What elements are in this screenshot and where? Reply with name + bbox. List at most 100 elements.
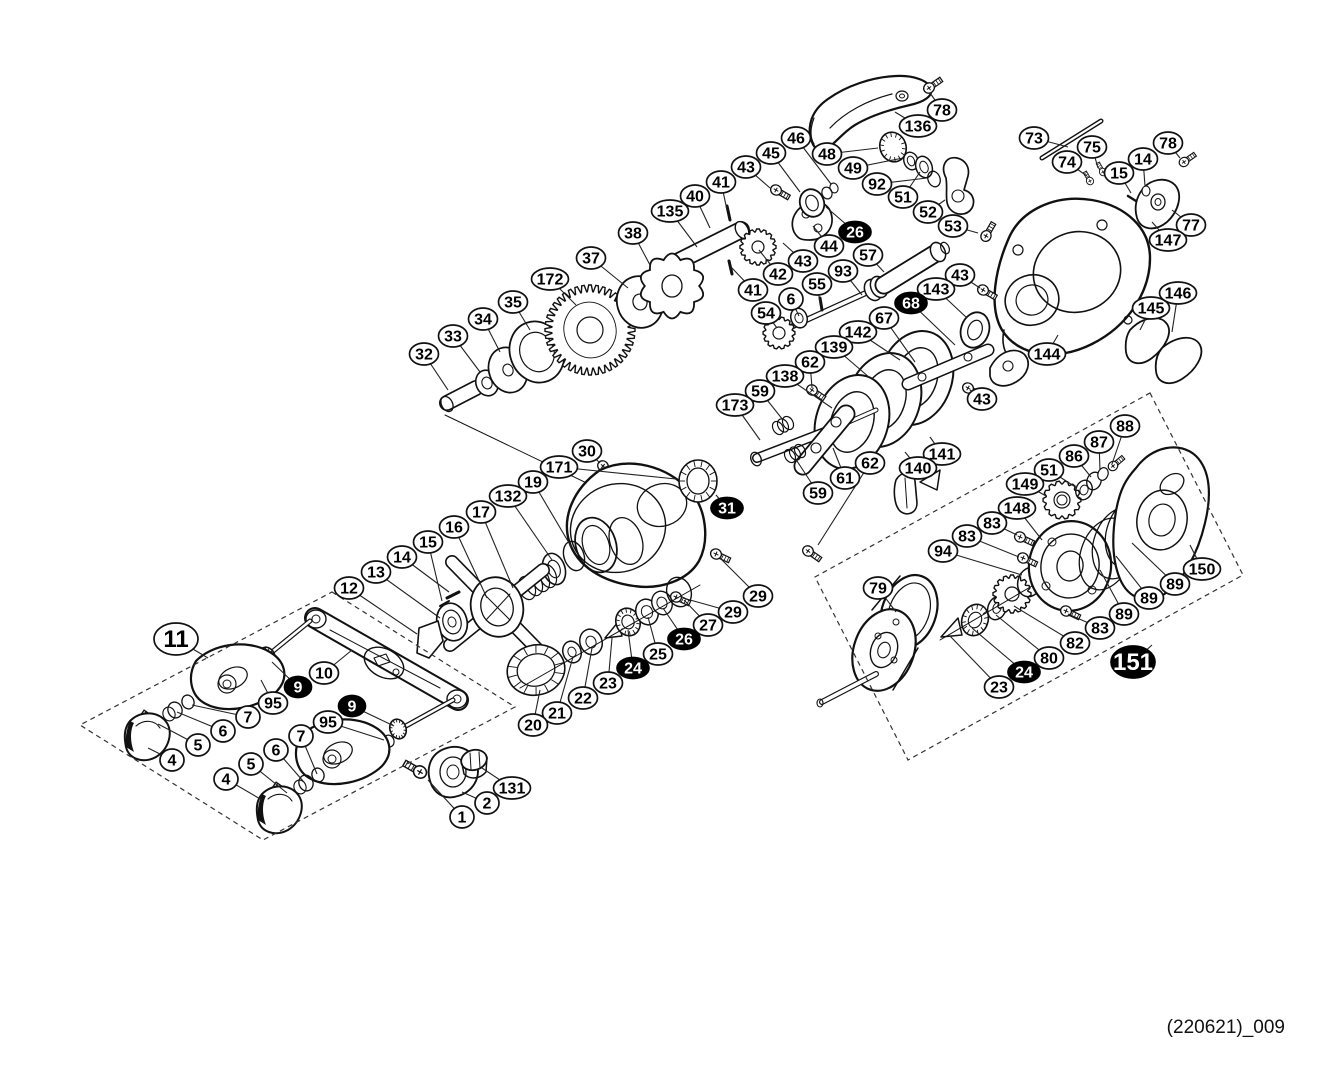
svg-text:40: 40 [686,189,704,206]
part-label-21: 21 [541,701,573,725]
svg-text:16: 16 [445,520,463,537]
svg-text:43: 43 [737,160,755,177]
part-label-139: 139 [814,335,854,359]
svg-text:45: 45 [762,146,780,163]
part-label-80: 80 [1033,646,1065,670]
svg-text:89: 89 [1140,591,1158,608]
part-label-9: 9 [337,694,367,718]
svg-text:7: 7 [297,729,306,746]
svg-text:14: 14 [393,550,411,567]
part-label-34: 34 [467,307,499,331]
part-label-62: 62 [794,350,826,374]
part-label-43: 43 [966,387,998,411]
svg-text:59: 59 [809,486,827,503]
svg-text:139: 139 [821,340,848,357]
part-label-89: 89 [1108,602,1140,626]
assembly-group-box-handle [78,591,517,841]
svg-text:53: 53 [944,219,962,236]
svg-text:146: 146 [1165,286,1192,303]
svg-text:171: 171 [546,460,573,477]
svg-text:141: 141 [929,447,956,464]
part-label-33: 33 [437,324,469,348]
part-label-37: 37 [575,246,607,270]
svg-text:26: 26 [846,225,864,242]
part-label-11: 11 [153,622,199,656]
part-label-73: 73 [1018,126,1050,150]
svg-text:43: 43 [951,268,969,285]
svg-text:37: 37 [582,251,600,268]
part-label-95: 95 [257,691,289,715]
part-label-92: 92 [861,172,893,196]
part-label-24: 24 [616,656,650,680]
svg-text:15: 15 [1110,166,1128,183]
svg-text:55: 55 [808,277,826,294]
part-label-86: 86 [1058,444,1090,468]
part-label-1: 1 [449,805,475,829]
part-label-42: 42 [762,262,794,286]
svg-text:48: 48 [818,147,836,164]
part-label-5: 5 [185,733,211,757]
svg-text:77: 77 [1182,218,1200,235]
part-label-7: 7 [235,705,261,729]
svg-text:33: 33 [444,329,462,346]
part-label-59: 59 [744,379,776,403]
svg-text:20: 20 [524,718,542,735]
svg-text:73: 73 [1025,131,1043,148]
svg-text:138: 138 [772,369,799,386]
part-label-6: 6 [210,719,236,743]
part-label-27: 27 [692,613,724,637]
svg-text:52: 52 [919,205,937,222]
part-label-14: 14 [1127,147,1159,171]
svg-text:51: 51 [1040,463,1058,480]
svg-text:173: 173 [722,398,749,415]
part-label-171: 171 [539,455,579,479]
svg-text:43: 43 [973,392,991,409]
part-label-140: 140 [898,456,938,480]
part-label-26: 26 [838,220,872,244]
svg-text:62: 62 [861,456,879,473]
part-label-17: 17 [465,500,497,524]
svg-text:82: 82 [1066,636,1084,653]
part-label-145: 145 [1131,296,1171,320]
part-label-41: 41 [705,170,737,194]
part-label-24: 24 [1007,660,1041,684]
part-label-51: 51 [887,185,919,209]
svg-text:88: 88 [1116,419,1134,436]
assembly-group-box-brake [814,392,1244,761]
part-label-25: 25 [642,642,674,666]
part-label-43: 43 [944,263,976,287]
svg-text:22: 22 [574,691,592,708]
part-label-138: 138 [765,364,805,388]
part-label-68: 68 [894,291,928,315]
part-label-59: 59 [802,481,834,505]
svg-text:41: 41 [744,283,762,300]
svg-text:87: 87 [1090,435,1108,452]
part-label-89: 89 [1133,586,1165,610]
part-label-148: 148 [997,496,1037,520]
svg-text:42: 42 [769,267,787,284]
svg-text:15: 15 [419,535,437,552]
svg-text:35: 35 [504,295,522,312]
svg-text:26: 26 [675,632,693,649]
part-label-78: 78 [926,98,958,122]
svg-text:9: 9 [294,680,303,697]
svg-text:74: 74 [1058,155,1076,172]
svg-text:94: 94 [934,544,952,561]
svg-text:1: 1 [458,810,467,827]
part-label-51: 51 [1033,458,1065,482]
svg-text:6: 6 [272,743,281,760]
svg-text:68: 68 [902,296,920,313]
svg-text:9: 9 [348,699,357,716]
svg-text:5: 5 [194,738,203,755]
svg-text:30: 30 [578,444,596,461]
part-label-141: 141 [922,442,962,466]
svg-text:147: 147 [1155,233,1182,250]
part-label-48: 48 [811,142,843,166]
part-label-14: 14 [386,545,418,569]
svg-text:144: 144 [1034,347,1061,364]
part-label-144: 144 [1027,342,1067,366]
svg-text:7: 7 [244,710,253,727]
part-label-32: 32 [408,342,440,366]
svg-text:19: 19 [524,475,542,492]
